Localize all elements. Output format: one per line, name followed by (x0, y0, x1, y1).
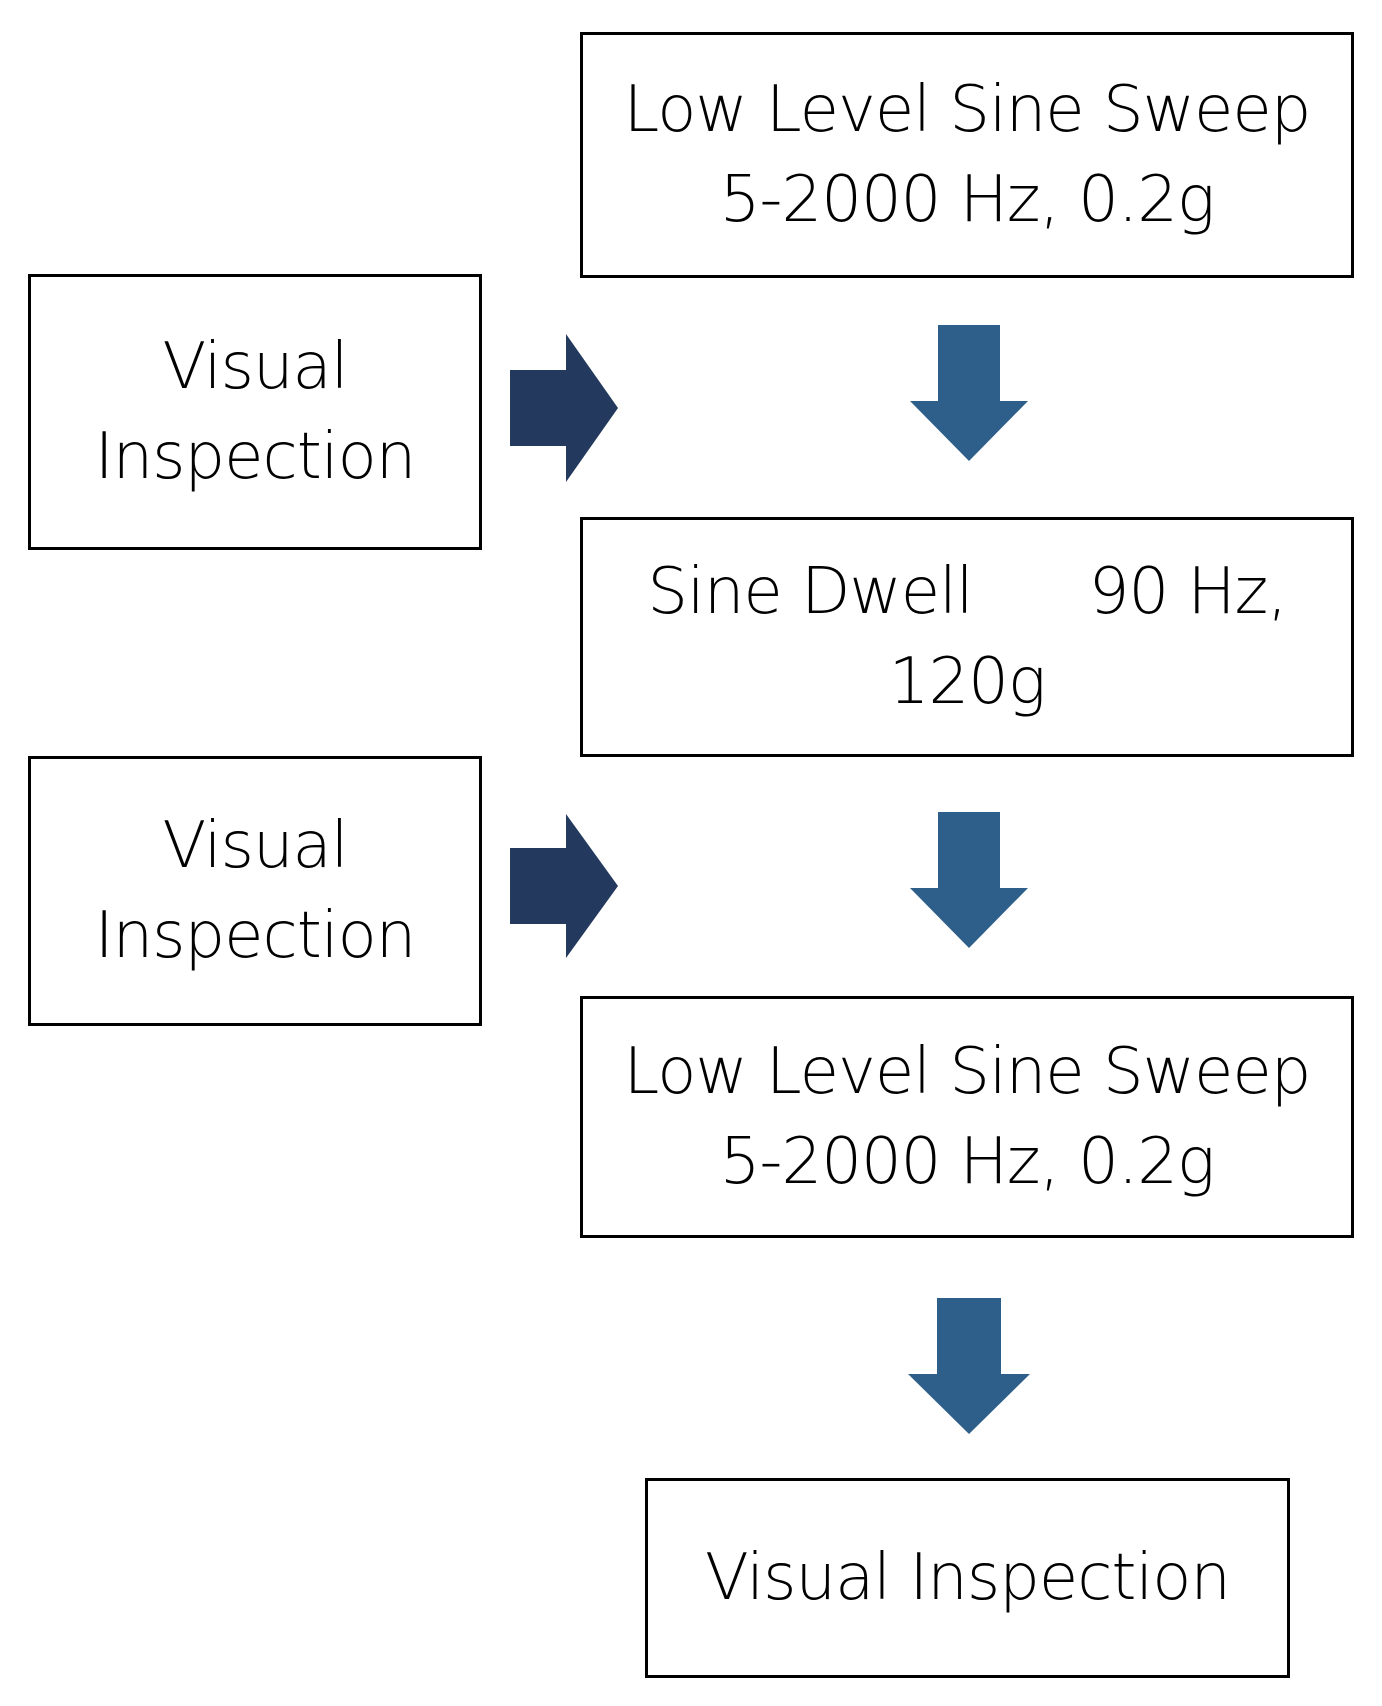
step-label-line2: 5-2000 Hz, 0.2g (719, 163, 1216, 237)
step-label-line1: Low Level Sine Sweep (623, 73, 1312, 147)
step-final-visual-inspection: Visual Inspection (645, 1478, 1290, 1678)
side-visual-inspection-1: Visual Inspection (28, 274, 482, 550)
side-label-line1: Visual (162, 330, 348, 404)
step-low-level-sine-sweep-1: Low Level Sine Sweep 5-2000 Hz, 0.2g (580, 32, 1354, 278)
step-label-line1: Sine Dwell 90 Hz, (647, 555, 1287, 629)
step-low-level-sine-sweep-2: Low Level Sine Sweep 5-2000 Hz, 0.2g (580, 996, 1354, 1238)
arrow-right-icon (510, 814, 618, 958)
step-label-line2: 120g (888, 645, 1047, 719)
arrow-down-icon (910, 325, 1028, 461)
arrow-down-icon (910, 812, 1028, 948)
side-visual-inspection-2: Visual Inspection (28, 756, 482, 1026)
arrow-down-icon (908, 1298, 1030, 1434)
side-label-line1: Visual (162, 809, 348, 883)
side-label-line2: Inspection (94, 420, 417, 494)
side-label-line2: Inspection (94, 899, 417, 973)
step-label-line1: Visual Inspection (705, 1541, 1231, 1615)
arrow-right-icon (510, 334, 618, 482)
step-label-line2: 5-2000 Hz, 0.2g (719, 1125, 1216, 1199)
step-sine-dwell: Sine Dwell 90 Hz, 120g (580, 517, 1354, 757)
step-label-line1: Low Level Sine Sweep (623, 1035, 1312, 1109)
